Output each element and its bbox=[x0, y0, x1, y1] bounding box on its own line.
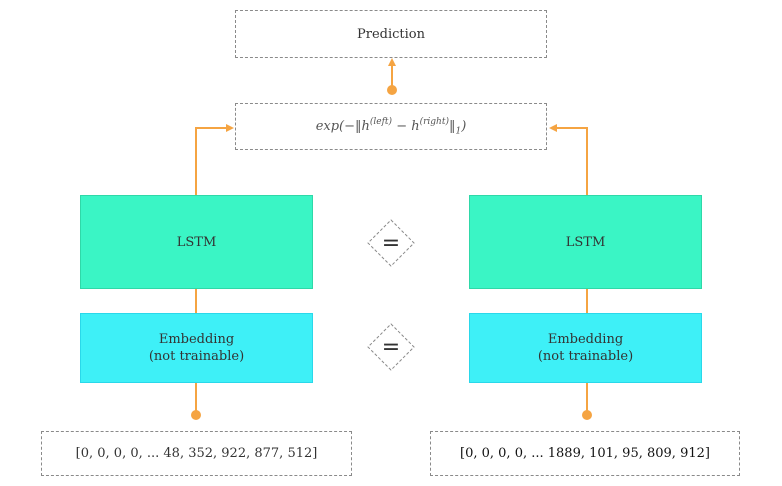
embedding-right-box: Embedding (not trainable) bbox=[469, 313, 702, 383]
prediction-box: Prediction bbox=[235, 10, 547, 58]
right-lstm-distance-connector bbox=[555, 127, 588, 195]
right-input-dot-icon bbox=[582, 410, 592, 420]
left-arrowhead-icon bbox=[226, 124, 234, 132]
prediction-label: Prediction bbox=[357, 26, 425, 42]
embedding-right-subtitle: (not trainable) bbox=[537, 349, 634, 364]
lstm-equals-diamond-icon: = bbox=[367, 219, 415, 267]
lstm-right-label: LSTM bbox=[565, 234, 606, 250]
formula-close: ) bbox=[461, 118, 467, 134]
lstm-right-box: LSTM bbox=[469, 195, 702, 289]
lstm-left-box: LSTM bbox=[80, 195, 313, 289]
formula-prefix: exp(−‖h bbox=[315, 118, 370, 134]
left-lstm-distance-connector bbox=[195, 127, 228, 195]
left-input-dot-icon bbox=[191, 410, 201, 420]
embedding-left-title: Embedding bbox=[158, 332, 235, 347]
right-arrowhead-icon bbox=[549, 124, 557, 132]
embedding-equals-sign: = bbox=[382, 335, 400, 360]
prediction-arrowhead-icon bbox=[388, 58, 396, 66]
embedding-left-box: Embedding (not trainable) bbox=[80, 313, 313, 383]
formula-right-superscript: (right) bbox=[419, 116, 449, 127]
formula-middle: − h bbox=[392, 118, 420, 134]
lstm-left-label: LSTM bbox=[176, 234, 217, 250]
distance-function-box: exp(−‖h(left) − h(right)‖1) bbox=[235, 103, 547, 150]
formula-norm: ‖ bbox=[448, 118, 456, 134]
input-left-sequence: [0, 0, 0, 0, ... 48, 352, 922, 877, 512] bbox=[75, 446, 318, 461]
input-left-box: [0, 0, 0, 0, ... 48, 352, 922, 877, 512] bbox=[41, 431, 352, 476]
formula-subscript: 1 bbox=[455, 126, 462, 137]
embedding-right-title: Embedding bbox=[547, 332, 624, 347]
embedding-equals-diamond-icon: = bbox=[367, 323, 415, 371]
input-right-sequence: [0, 0, 0, 0, ... 1889, 101, 95, 809, 912… bbox=[460, 446, 710, 461]
lstm-equals-sign: = bbox=[382, 231, 400, 256]
embedding-left-subtitle: (not trainable) bbox=[148, 349, 245, 364]
distance-dot-icon bbox=[387, 85, 397, 95]
formula-left-superscript: (left) bbox=[369, 116, 393, 127]
input-right-box: [0, 0, 0, 0, ... 1889, 101, 95, 809, 912… bbox=[430, 431, 740, 476]
distance-formula: exp(−‖h(left) − h(right)‖1) bbox=[316, 117, 467, 137]
